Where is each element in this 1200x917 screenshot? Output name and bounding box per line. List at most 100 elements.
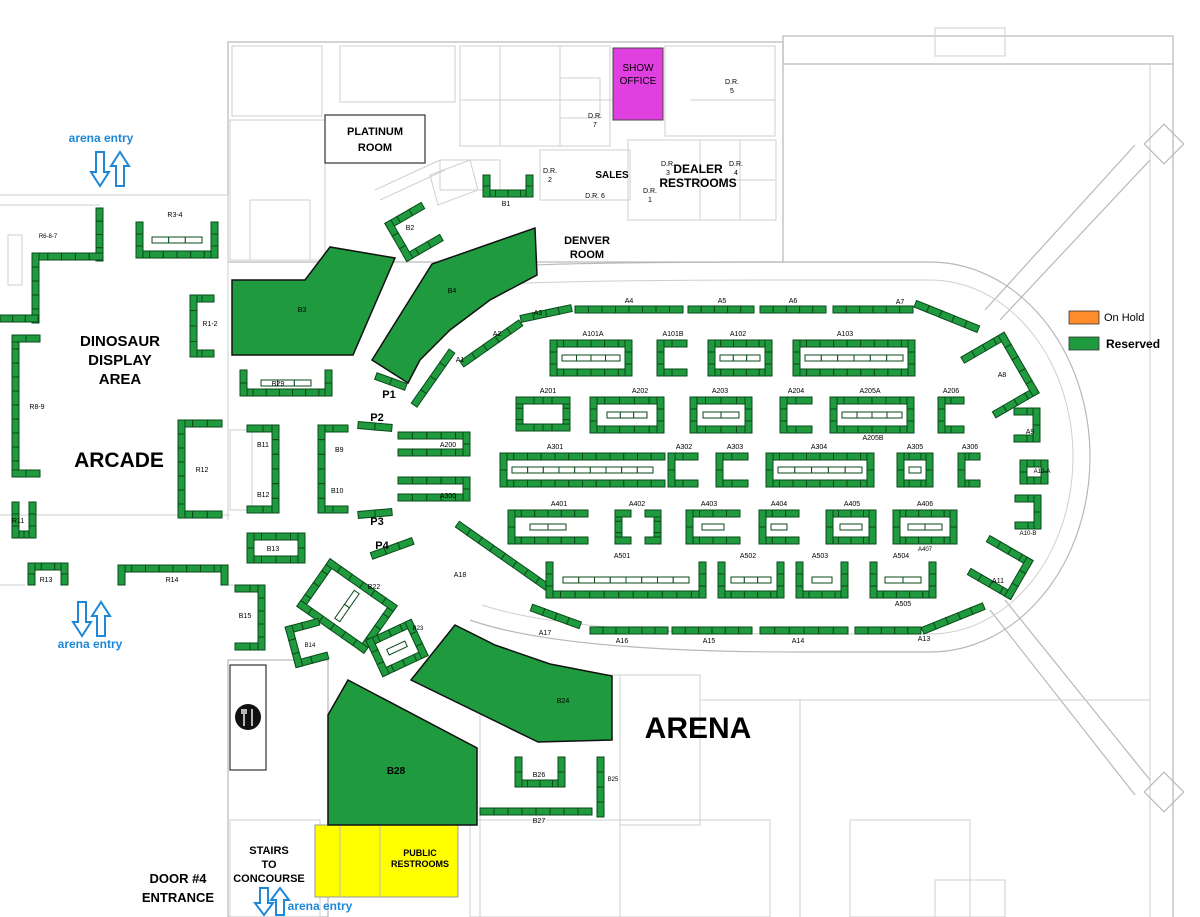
booth-b4[interactable]: B4: [370, 226, 538, 385]
booth-b26[interactable]: [514, 756, 566, 788]
booth-b14[interactable]: [284, 617, 330, 669]
booth-r8-9-bot[interactable]: [11, 469, 41, 478]
booth-a303[interactable]: [715, 452, 749, 488]
booth-b13[interactable]: [246, 532, 306, 564]
booth-a16[interactable]: [589, 626, 669, 635]
booth-a204[interactable]: [779, 396, 813, 434]
booth-b23[interactable]: [365, 618, 429, 678]
arena-entry-north[interactable]: arena entry: [69, 131, 134, 188]
booth-a13b[interactable]: [920, 602, 986, 635]
booth-r6-8-7-d[interactable]: [0, 314, 39, 323]
denver-room-label-1: DENVER: [564, 235, 610, 247]
booth-a402-t1[interactable]: [614, 509, 632, 518]
booth-r14[interactable]: [117, 564, 229, 586]
booth-label-b14: B14: [305, 643, 316, 649]
booth-b1[interactable]: [482, 174, 534, 198]
booth-a201-b1[interactable]: [515, 423, 535, 432]
booth-r8-9[interactable]: [11, 334, 20, 476]
booth-b9-10[interactable]: [317, 424, 349, 514]
booth-a8[interactable]: [960, 331, 1040, 419]
booth-a201-t1[interactable]: [515, 396, 535, 405]
booth-label-a8: A8: [998, 372, 1007, 379]
booth-r6-8-7-c[interactable]: [31, 252, 40, 324]
booth-a14[interactable]: [759, 626, 849, 635]
booth-b11-12[interactable]: [246, 424, 280, 514]
booth-b3[interactable]: B3: [231, 246, 397, 356]
booth-p1[interactable]: [373, 372, 408, 391]
booth-a10-a[interactable]: [1019, 459, 1049, 485]
booth-a4[interactable]: [574, 305, 684, 314]
booth-a103[interactable]: [792, 339, 916, 377]
booth-b27[interactable]: [479, 807, 593, 816]
booth-a405[interactable]: [825, 509, 877, 545]
booth-a403[interactable]: [685, 509, 741, 545]
booth-label-b9: B9: [335, 447, 344, 454]
booth-a201-t2[interactable]: [551, 396, 571, 405]
booth-a15[interactable]: [671, 626, 753, 635]
booth-r13[interactable]: [27, 562, 69, 586]
booth-p4[interactable]: [369, 537, 415, 560]
dealer-restrooms-label-1: DEALER: [673, 162, 723, 176]
booth-a13[interactable]: [854, 626, 922, 635]
booth-a502[interactable]: [717, 561, 785, 599]
booth-a102[interactable]: [707, 339, 773, 377]
booth-b28[interactable]: B28: [327, 678, 478, 826]
booth-a206[interactable]: [937, 396, 965, 434]
booth-a101b[interactable]: [656, 339, 688, 377]
booth-b22[interactable]: [296, 558, 398, 654]
booth-r12[interactable]: [177, 419, 223, 519]
booth-r8-9-top[interactable]: [11, 334, 41, 343]
booth-b24[interactable]: B24: [409, 624, 613, 743]
booth-r6-8-7-b[interactable]: [33, 252, 104, 261]
booth-a1[interactable]: [410, 348, 456, 408]
booth-a503[interactable]: [795, 561, 849, 599]
booth-r3-4[interactable]: [135, 221, 219, 259]
booth-a402-b2[interactable]: [644, 536, 662, 545]
booth-a406[interactable]: [892, 509, 958, 545]
dr-4-label: D.R.: [729, 161, 743, 168]
booth-a201-b2[interactable]: [551, 423, 571, 432]
booth-a404[interactable]: [758, 509, 800, 545]
booth-a3[interactable]: [519, 304, 573, 323]
booth-a6[interactable]: [759, 305, 827, 314]
booth-a200[interactable]: [397, 431, 471, 457]
booth-a18[interactable]: [454, 520, 552, 592]
booth-b2[interactable]: [384, 201, 444, 263]
booth-a504[interactable]: [869, 561, 937, 599]
booth-a9[interactable]: [1013, 407, 1041, 443]
booth-p3[interactable]: [357, 507, 393, 520]
booth-a11[interactable]: [966, 534, 1034, 601]
booth-label-a11: A11: [992, 578, 1004, 585]
booth-a401[interactable]: [507, 509, 589, 545]
booth-a5[interactable]: [687, 305, 755, 314]
booth-a7[interactable]: [832, 305, 914, 314]
booth-a10-b[interactable]: [1014, 494, 1042, 530]
booth-a402-b1[interactable]: [614, 536, 632, 545]
booth-b25[interactable]: [596, 756, 605, 818]
booth-a300[interactable]: [397, 476, 471, 502]
booth-r1-2[interactable]: [189, 294, 215, 358]
booth-a302[interactable]: [667, 452, 699, 488]
booth-a203[interactable]: [689, 396, 753, 434]
booth-a305[interactable]: [896, 452, 934, 488]
booth-r11[interactable]: [11, 501, 37, 539]
booth-a301[interactable]: [499, 452, 666, 488]
booth-label-a102: A102: [730, 331, 746, 338]
booth-a7b[interactable]: [913, 299, 981, 334]
booth-b29[interactable]: [239, 369, 333, 397]
booth-a101a[interactable]: [549, 339, 633, 377]
booth-b15[interactable]: [234, 584, 266, 651]
booth-a17[interactable]: [529, 603, 583, 630]
booth-p2[interactable]: [357, 420, 393, 433]
arena-entry-south[interactable]: arena entry: [253, 886, 353, 917]
arcade-label: ARCADE: [74, 449, 164, 472]
booth-a2[interactable]: [459, 319, 524, 368]
arena-entry-west[interactable]: arena entry: [58, 600, 123, 651]
booth-a205a[interactable]: [829, 396, 915, 434]
booth-a501[interactable]: [545, 561, 707, 599]
booth-label-a101b: A101B: [662, 331, 683, 338]
booth-a402-t2[interactable]: [644, 509, 662, 518]
booth-a202[interactable]: [589, 396, 665, 434]
booth-a306[interactable]: [957, 452, 981, 488]
booth-a304[interactable]: [765, 452, 875, 488]
